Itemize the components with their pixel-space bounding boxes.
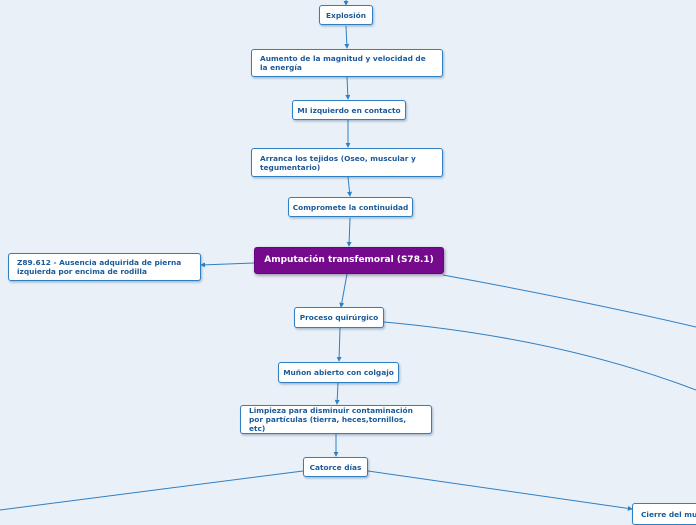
node-proceso-quirurgico[interactable]: Proceso quirúrgico xyxy=(294,307,384,328)
connector-main-to-offscreen xyxy=(442,274,696,328)
connector-proceso-to-offscreen xyxy=(383,321,696,391)
connector-munon-to-limpieza xyxy=(334,382,340,405)
connector-compromete-to-main xyxy=(346,217,352,247)
node-diagnosis[interactable]: Z89.612 - Ausencia adquirida de pierna i… xyxy=(8,253,201,281)
node-mi-izquierdo[interactable]: MI izquierdo en contacto xyxy=(292,100,406,120)
node-arranca-tejidos[interactable]: Arranca los tejidos (Oseo, muscular y te… xyxy=(251,148,443,177)
connector-arranca-to-compromete xyxy=(347,176,353,197)
connector-main-to-proceso xyxy=(339,273,348,308)
connector-aumento-to-mi xyxy=(345,76,351,100)
node-aumento-energia[interactable]: Aumento de la magnitud y velocidad de la… xyxy=(251,49,443,77)
node-cierre-munon[interactable]: Cierre del mu xyxy=(632,503,696,525)
connector-main-to-diagnosis xyxy=(200,262,255,268)
node-compromete-continuidad[interactable]: Compromete la continuidad xyxy=(288,197,413,217)
node-munon-colgajo[interactable]: Muñon abierto con colgajo xyxy=(278,362,399,383)
node-explosion[interactable]: Explosión xyxy=(319,5,373,25)
connector-catorce-to-cierre xyxy=(367,470,633,511)
connector-explosion-to-aumento xyxy=(344,25,350,49)
node-catorce-dias[interactable]: Catorce días xyxy=(303,457,368,477)
node-limpieza[interactable]: Limpieza para disminuir contaminación po… xyxy=(240,405,432,434)
node-main-topic[interactable]: Amputación transfemoral (S78.1) xyxy=(254,247,444,274)
connector-proceso-to-munon xyxy=(336,327,342,362)
connector-catorce-to-left xyxy=(0,470,304,511)
